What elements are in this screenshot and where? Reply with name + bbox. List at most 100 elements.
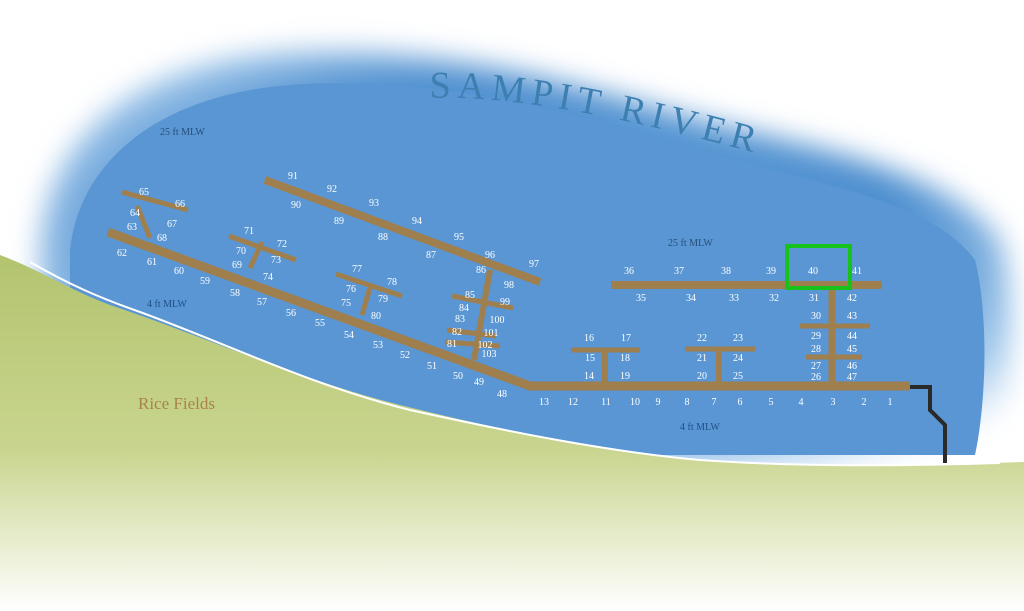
slip-number-76[interactable]: 76 (346, 284, 356, 295)
slip-number-35[interactable]: 35 (636, 293, 646, 304)
slip-number-68[interactable]: 68 (157, 233, 167, 244)
slip-number-42[interactable]: 42 (847, 293, 857, 304)
slip-number-14[interactable]: 14 (584, 371, 594, 382)
slip-number-55[interactable]: 55 (315, 318, 325, 329)
slip-number-64[interactable]: 64 (130, 208, 140, 219)
slip-number-38[interactable]: 38 (721, 266, 731, 277)
slip-number-101[interactable]: 101 (484, 328, 499, 339)
slip-number-51[interactable]: 51 (427, 361, 437, 372)
slip-number-69[interactable]: 69 (232, 260, 242, 271)
slip-number-50[interactable]: 50 (453, 371, 463, 382)
slip-number-8[interactable]: 8 (685, 397, 690, 408)
slip-number-6[interactable]: 6 (738, 397, 743, 408)
slip-number-49[interactable]: 49 (474, 377, 484, 388)
slip-number-12[interactable]: 12 (568, 397, 578, 408)
slip-number-57[interactable]: 57 (257, 297, 267, 308)
slip-number-22[interactable]: 22 (697, 333, 707, 344)
slip-number-33[interactable]: 33 (729, 293, 739, 304)
slip-number-96[interactable]: 96 (485, 250, 495, 261)
slip-number-70[interactable]: 70 (236, 246, 246, 257)
slip-number-4[interactable]: 4 (799, 397, 804, 408)
slip-number-3[interactable]: 3 (831, 397, 836, 408)
slip-number-83[interactable]: 83 (455, 314, 465, 325)
slip-number-44[interactable]: 44 (847, 331, 857, 342)
slip-number-15[interactable]: 15 (585, 353, 595, 364)
slip-number-66[interactable]: 66 (175, 199, 185, 210)
slip-number-16[interactable]: 16 (584, 333, 594, 344)
slip-number-102[interactable]: 102 (478, 340, 493, 351)
slip-number-37[interactable]: 37 (674, 266, 684, 277)
slip-number-85[interactable]: 85 (465, 290, 475, 301)
slip-number-31[interactable]: 31 (809, 293, 819, 304)
slip-number-30[interactable]: 30 (811, 311, 821, 322)
slip-number-41[interactable]: 41 (852, 266, 862, 277)
slip-number-9[interactable]: 9 (656, 397, 661, 408)
slip-number-73[interactable]: 73 (271, 255, 281, 266)
slip-number-100[interactable]: 100 (490, 315, 505, 326)
slip-number-67[interactable]: 67 (167, 219, 177, 230)
slip-number-19[interactable]: 19 (620, 371, 630, 382)
slip-number-36[interactable]: 36 (624, 266, 634, 277)
slip-number-91[interactable]: 91 (288, 171, 298, 182)
slip-number-84[interactable]: 84 (459, 303, 469, 314)
slip-number-81[interactable]: 81 (447, 339, 457, 350)
slip-number-58[interactable]: 58 (230, 288, 240, 299)
slip-number-94[interactable]: 94 (412, 216, 422, 227)
slip-number-46[interactable]: 46 (847, 361, 857, 372)
slip-number-95[interactable]: 95 (454, 232, 464, 243)
slip-number-80[interactable]: 80 (371, 311, 381, 322)
slip-number-71[interactable]: 71 (244, 226, 254, 237)
slip-number-10[interactable]: 10 (630, 397, 640, 408)
slip-number-25[interactable]: 25 (733, 371, 743, 382)
slip-number-5[interactable]: 5 (769, 397, 774, 408)
slip-number-32[interactable]: 32 (769, 293, 779, 304)
slip-number-53[interactable]: 53 (373, 340, 383, 351)
slip-number-13[interactable]: 13 (539, 397, 549, 408)
slip-number-99[interactable]: 99 (500, 297, 510, 308)
slip-number-82[interactable]: 82 (452, 327, 462, 338)
slip-number-47[interactable]: 47 (847, 372, 857, 383)
highlighted-slip-box[interactable] (785, 244, 852, 290)
slip-number-26[interactable]: 26 (811, 372, 821, 383)
slip-number-54[interactable]: 54 (344, 330, 354, 341)
slip-number-92[interactable]: 92 (327, 184, 337, 195)
slip-number-86[interactable]: 86 (476, 265, 486, 276)
slip-number-97[interactable]: 97 (529, 259, 539, 270)
slip-number-74[interactable]: 74 (263, 272, 273, 283)
slip-number-78[interactable]: 78 (387, 277, 397, 288)
slip-number-103[interactable]: 103 (482, 349, 497, 360)
slip-number-87[interactable]: 87 (426, 250, 436, 261)
slip-number-45[interactable]: 45 (847, 344, 857, 355)
slip-number-2[interactable]: 2 (862, 397, 867, 408)
slip-number-77[interactable]: 77 (352, 264, 362, 275)
slip-number-27[interactable]: 27 (811, 361, 821, 372)
slip-number-62[interactable]: 62 (117, 248, 127, 259)
slip-number-21[interactable]: 21 (697, 353, 707, 364)
slip-number-61[interactable]: 61 (147, 257, 157, 268)
slip-number-23[interactable]: 23 (733, 333, 743, 344)
slip-number-34[interactable]: 34 (686, 293, 696, 304)
slip-number-90[interactable]: 90 (291, 200, 301, 211)
slip-number-1[interactable]: 1 (888, 397, 893, 408)
slip-number-56[interactable]: 56 (286, 308, 296, 319)
slip-number-60[interactable]: 60 (174, 266, 184, 277)
slip-number-28[interactable]: 28 (811, 344, 821, 355)
slip-number-20[interactable]: 20 (697, 371, 707, 382)
slip-number-72[interactable]: 72 (277, 239, 287, 250)
slip-number-59[interactable]: 59 (200, 276, 210, 287)
slip-number-43[interactable]: 43 (847, 311, 857, 322)
slip-number-98[interactable]: 98 (504, 280, 514, 291)
slip-number-52[interactable]: 52 (400, 350, 410, 361)
slip-number-88[interactable]: 88 (378, 232, 388, 243)
slip-number-17[interactable]: 17 (621, 333, 631, 344)
slip-number-93[interactable]: 93 (369, 198, 379, 209)
slip-number-40[interactable]: 40 (808, 266, 818, 277)
slip-number-29[interactable]: 29 (811, 331, 821, 342)
slip-number-63[interactable]: 63 (127, 222, 137, 233)
slip-number-24[interactable]: 24 (733, 353, 743, 364)
slip-number-7[interactable]: 7 (712, 397, 717, 408)
slip-number-79[interactable]: 79 (378, 294, 388, 305)
slip-number-11[interactable]: 11 (601, 397, 611, 408)
slip-number-18[interactable]: 18 (620, 353, 630, 364)
slip-number-39[interactable]: 39 (766, 266, 776, 277)
